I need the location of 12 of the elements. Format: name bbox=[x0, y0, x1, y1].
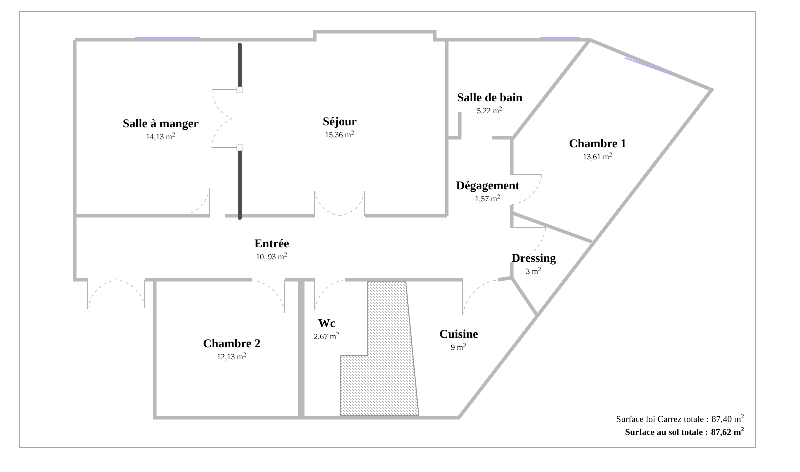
surface-total: Surface au sol totale : 87,62 m$^{2}$ bbox=[626, 427, 744, 437]
room-label: Dressing 3 m$^{2}$ bbox=[512, 254, 556, 274]
room-label: Chambre 2 12,13 m$^{2}$ bbox=[204, 339, 260, 361]
room-label: Salle à manger 14,13 m$^{2}$ bbox=[124, 119, 199, 141]
room-label: Cuisine 9 m$^{2}$ bbox=[440, 330, 478, 350]
room-label: Entrée 10, 93 m$^{2}$ bbox=[254, 239, 290, 261]
room-label: Wc 2,67 m$^{2}$ bbox=[314, 319, 340, 341]
room-label: Séjour 15,36 m$^{2}$ bbox=[324, 117, 357, 139]
room-label: Dégagement 1,57 m$^{2}$ bbox=[456, 181, 520, 203]
room-label: Chambre 1 13,61 m$^{2}$ bbox=[570, 139, 626, 161]
surface-total: Surface loi Carrez totale : 87,40 m$^{2}$ bbox=[616, 414, 744, 424]
room-label: Salle de bain 5,22 m$^{2}$ bbox=[458, 93, 522, 115]
